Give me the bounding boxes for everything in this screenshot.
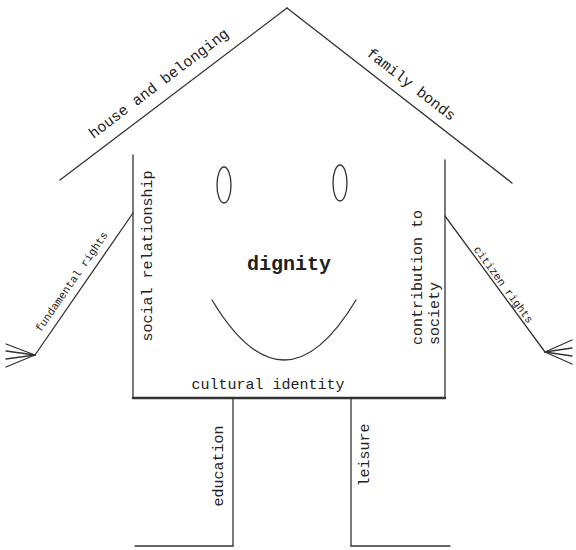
wall-line xyxy=(132,155,133,398)
eye xyxy=(333,165,347,201)
leg-line xyxy=(232,398,233,546)
wall-line xyxy=(444,160,445,398)
leg-line xyxy=(350,398,351,546)
foot-line xyxy=(351,545,450,546)
arm-label: citizen rights xyxy=(471,244,535,326)
floor-label: cultural identity xyxy=(191,378,344,395)
roof-label: house and belonging xyxy=(87,27,233,144)
leg-label: leisure xyxy=(358,423,375,486)
arm-line xyxy=(445,216,545,352)
roof-line xyxy=(287,8,512,183)
leg-label: education xyxy=(212,425,229,506)
finger xyxy=(545,340,572,352)
finger xyxy=(545,348,572,352)
finger xyxy=(6,351,35,355)
foot-line xyxy=(135,545,233,546)
eye xyxy=(217,167,231,203)
wall-label: contribution to society xyxy=(411,199,444,345)
finger xyxy=(545,352,572,364)
roof-label: family bonds xyxy=(362,46,457,125)
finger xyxy=(6,355,35,367)
roof-line xyxy=(60,8,287,180)
arm-line xyxy=(35,213,133,355)
arm-label: fundamental rights xyxy=(33,230,110,335)
floor-line xyxy=(133,397,445,400)
finger xyxy=(6,344,35,355)
wall-label: social relationship xyxy=(141,170,158,341)
smile xyxy=(212,300,356,360)
center-label: dignity xyxy=(247,254,331,276)
